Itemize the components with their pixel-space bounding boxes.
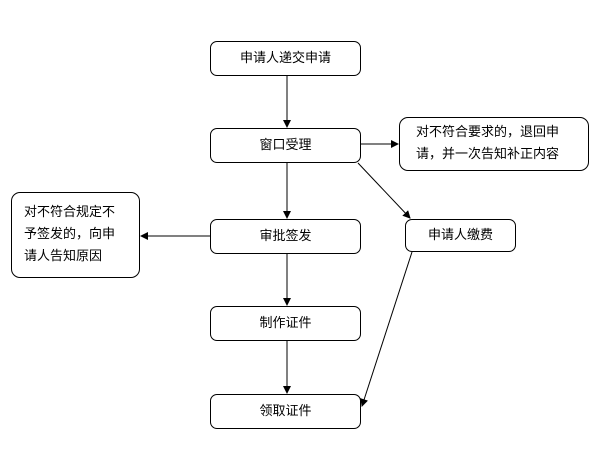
node-applicant-payment: 申请人缴费 xyxy=(405,219,516,252)
edge-pay-to-collect xyxy=(360,251,413,407)
node-submit-application: 申请人递交申请 xyxy=(210,41,361,76)
node-window-acceptance: 窗口受理 xyxy=(210,128,361,163)
edge-accept-to-pay xyxy=(357,162,411,219)
node-approval-issuance: 审批签发 xyxy=(210,219,361,254)
node-produce-certificate: 制作证件 xyxy=(210,306,361,341)
note-refusal-reason: 对不符合规定不 予签发的，向申 请人告知原因 xyxy=(11,192,140,278)
note-return-for-supplement: 对不符合要求的，退回申 请，并一次告知补正内容 xyxy=(399,117,589,171)
node-collect-certificate: 领取证件 xyxy=(210,394,361,429)
